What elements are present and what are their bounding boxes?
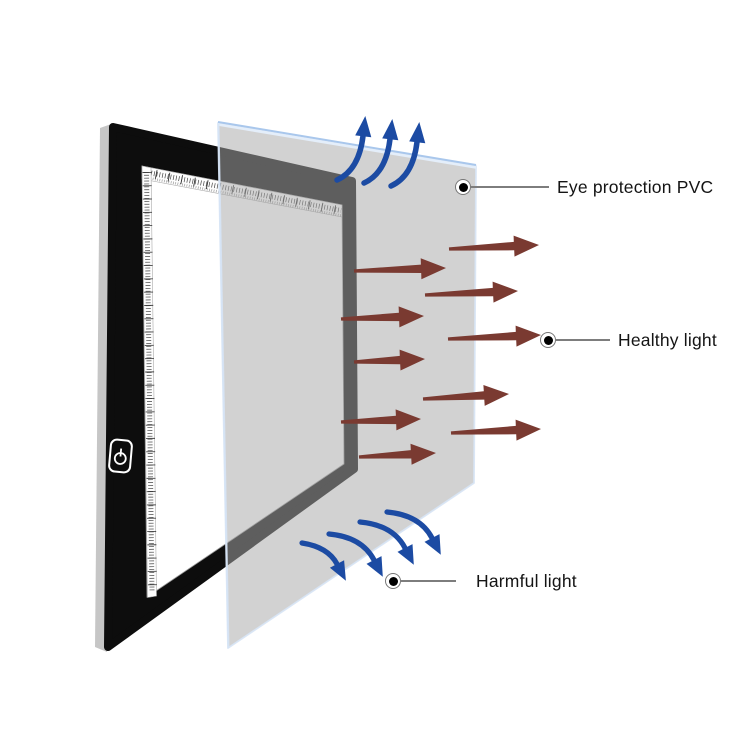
healthy-ray (424, 281, 518, 303)
pvc-sheet-panel (217, 122, 477, 649)
airflow-up-head (409, 122, 426, 144)
callout-dot-core (543, 335, 553, 345)
healthy-ray (340, 306, 424, 328)
callout-eye-protection: Eye protection PVC (455, 176, 714, 197)
power-icon (108, 438, 133, 474)
airflow-down-arc (357, 519, 408, 551)
callout-dot-core (458, 182, 468, 192)
callout-healthy-light: Healthy light (540, 329, 717, 350)
airflow-down-head (329, 560, 346, 581)
pvc-sheet (217, 121, 477, 649)
pvc-sheet-top-glow (217, 121, 477, 166)
healthy-ray (358, 443, 436, 465)
healthy-ray (448, 235, 539, 257)
airflow-down-arrows (299, 509, 441, 581)
callout-label: Healthy light (618, 329, 717, 350)
callout-dot (455, 179, 471, 195)
healthy-ray (353, 258, 446, 280)
airflow-down-head (424, 534, 441, 555)
callout-line (401, 580, 456, 582)
callout-label: Harmful light (476, 570, 577, 591)
pvc-sheet-left-shine (217, 123, 230, 649)
callout-dot-core (388, 576, 398, 586)
airflow-up-head (355, 116, 372, 138)
callout-dot (540, 332, 556, 348)
airflow-down-head (397, 544, 414, 565)
airflow-up-arc (334, 133, 366, 183)
callout-dot (385, 573, 401, 589)
callout-line (471, 186, 549, 188)
callout-harmful-light: Harmful light (385, 570, 577, 591)
airflow-down-head (366, 556, 383, 577)
airflow-up-arc (361, 136, 393, 186)
healthy-light-rays (340, 235, 541, 465)
callout-line (556, 339, 610, 341)
airflow-up-arrows (334, 116, 426, 189)
airflow-down-arc (299, 540, 340, 567)
healthy-ray (450, 419, 541, 441)
pvc-sheet-top-shine (217, 123, 477, 169)
healthy-ray (340, 409, 421, 431)
airflow-up-arc (388, 139, 420, 189)
left-ruler (141, 165, 157, 598)
left-ruler-minor-ticks (144, 171, 155, 593)
airflow-down-arc (384, 509, 435, 541)
airflow-down-arc (326, 531, 377, 563)
healthy-ray (422, 385, 509, 406)
healthy-ray (447, 325, 541, 347)
airflow-up-head (382, 119, 399, 141)
callout-label: Eye protection PVC (557, 176, 714, 197)
healthy-ray (353, 349, 425, 371)
